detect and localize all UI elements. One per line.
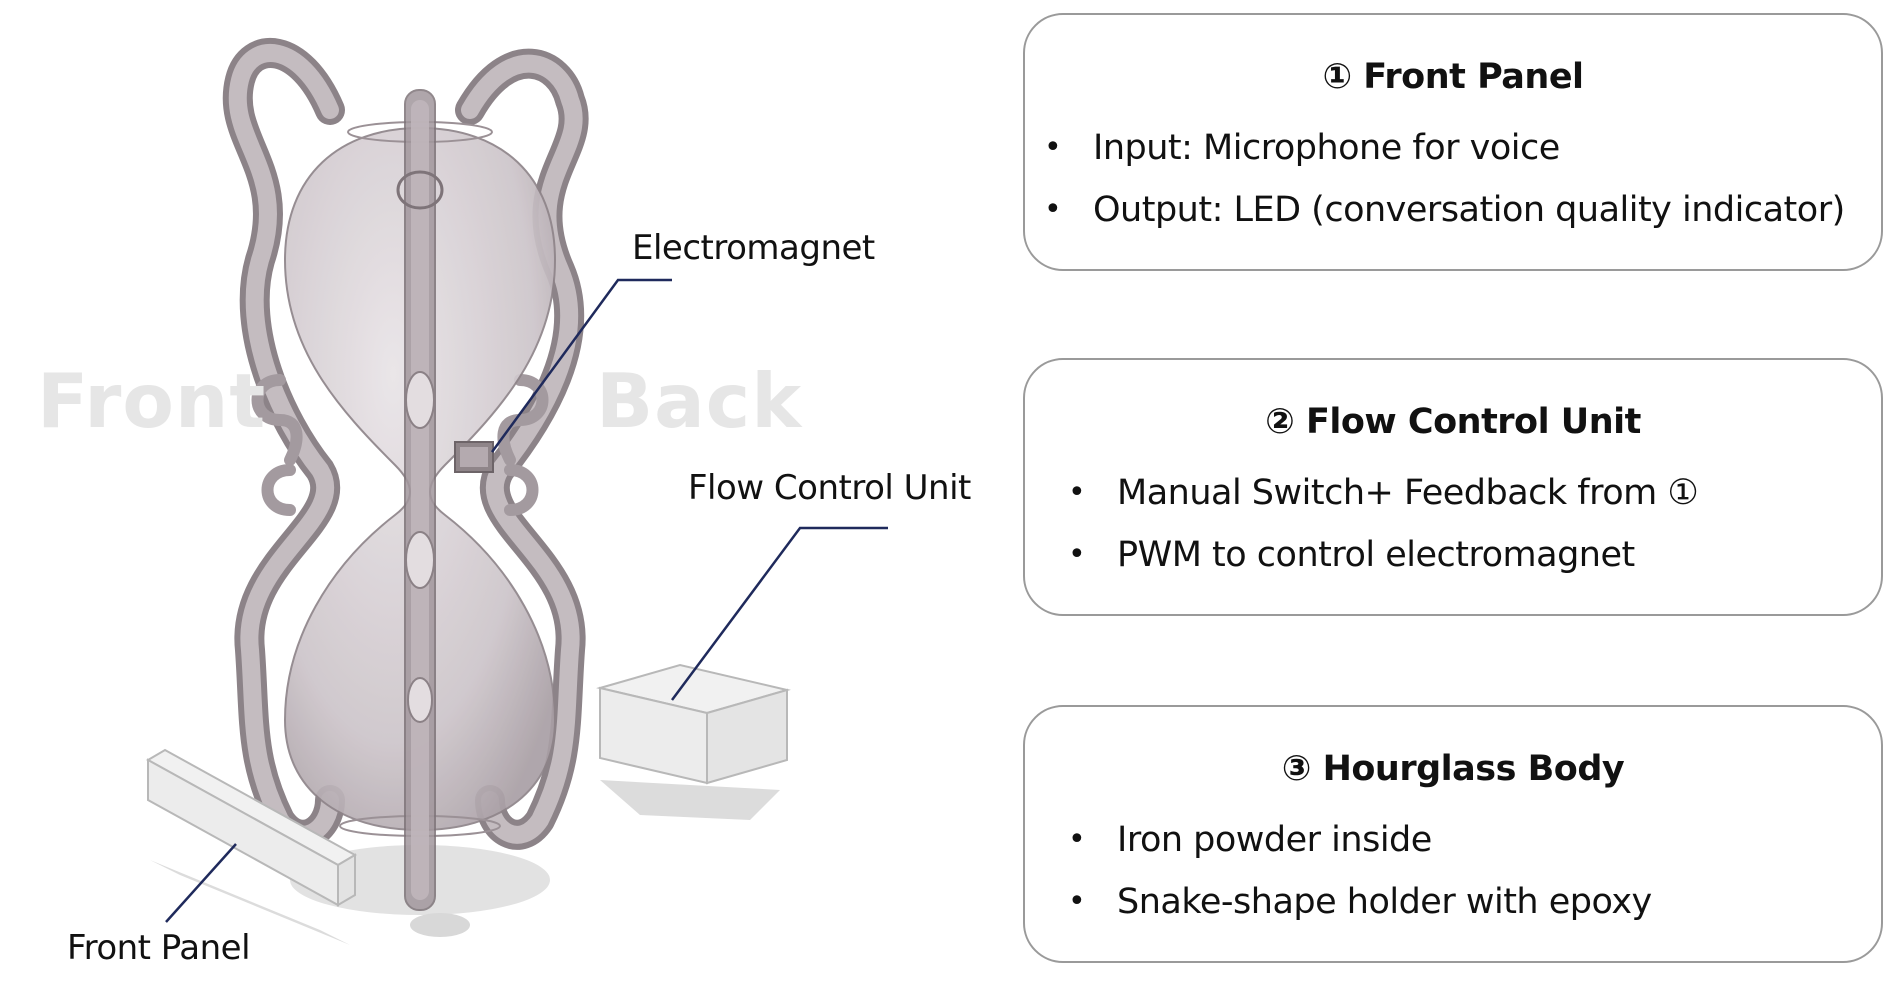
- bullet-icon: •: [1068, 475, 1086, 510]
- flow-control-unit-label: Flow Control Unit: [688, 468, 971, 508]
- leader-lines: [165, 278, 888, 923]
- card-title: ① Front Panel: [1322, 57, 1584, 97]
- front-panel-card: ① Front Panel • Input: Microphone for vo…: [1023, 13, 1883, 271]
- snake-holder-right: [455, 48, 589, 850]
- bullet-icon: •: [1044, 192, 1062, 227]
- back-side-label: Back: [596, 357, 803, 445]
- electromagnet-label: Electromagnet: [632, 228, 875, 268]
- hourglass-illustration: [145, 38, 888, 945]
- central-rod: [396, 89, 444, 911]
- flow-control-unit-leader-line: [670, 526, 888, 701]
- front-side-label: Front: [37, 357, 267, 445]
- electromagnet-leader-line: [490, 278, 672, 453]
- front-panel-leader-line: [165, 843, 237, 923]
- card-title: ③ Hourglass Body: [1281, 749, 1625, 789]
- card-title: ② Flow Control Unit: [1265, 402, 1641, 442]
- flow-control-unit-card: ② Flow Control Unit • Manual Switch+ Fee…: [1023, 358, 1883, 616]
- hourglass-body-card: ③ Hourglass Body • Iron powder inside • …: [1023, 705, 1883, 963]
- bullet-icon: •: [1068, 884, 1086, 919]
- bullet-icon: •: [1068, 822, 1086, 857]
- front-panel-label: Front Panel: [67, 928, 251, 968]
- bullet-icon: •: [1044, 130, 1062, 165]
- electromagnet-module: [454, 441, 494, 473]
- snake-holder-left: [222, 38, 345, 850]
- bullet-icon: •: [1068, 537, 1086, 572]
- flow-control-unit-box: [596, 663, 791, 785]
- front-panel-box: [145, 748, 358, 907]
